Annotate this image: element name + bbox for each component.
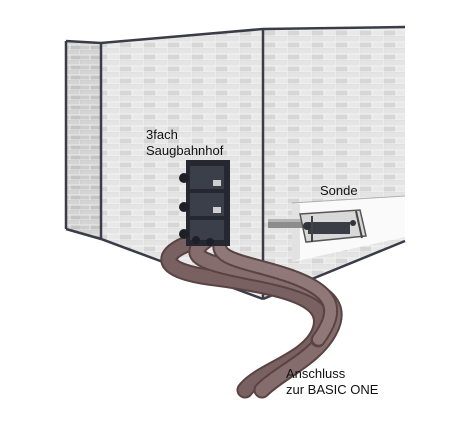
wall-right <box>263 27 406 299</box>
label-connection-line2: zur BASIC ONE <box>286 382 379 397</box>
label-probe: Sonde <box>320 183 358 199</box>
label-connection: Anschluss zur BASIC ONE <box>286 366 378 398</box>
label-suction-station-line2: Saugbahnhof <box>146 143 224 158</box>
suction-station <box>179 160 230 246</box>
label-suction-station: 3fach Saugbahnhof <box>146 127 223 159</box>
label-suction-station-line1: 3fach <box>146 127 178 142</box>
suction-hoses <box>160 227 343 399</box>
label-probe-text: Sonde <box>320 183 358 198</box>
probe <box>268 209 367 243</box>
label-connection-line1: Anschluss <box>286 366 346 381</box>
wall-left <box>66 41 101 239</box>
